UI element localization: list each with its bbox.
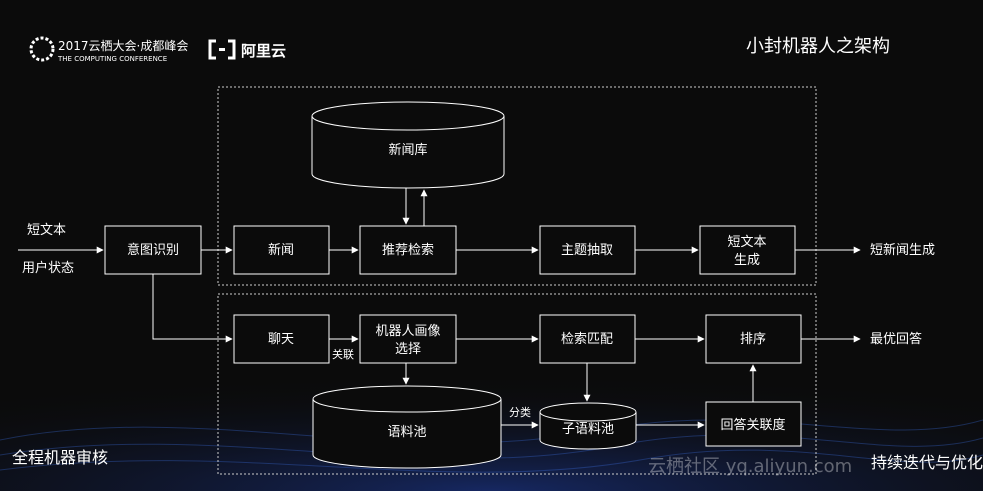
chat-group-frame [217, 293, 817, 475]
conference-title: 2017云栖大会·成都峰会 [58, 38, 188, 53]
node-search-match-label: 检索匹配 [561, 332, 613, 347]
node-search-match [539, 314, 636, 364]
aliyun-logo: 阿里云 [208, 39, 286, 60]
node-chat [233, 314, 330, 364]
edge-label-relate: 关联 [332, 347, 354, 361]
node-recommend-search [359, 225, 457, 275]
node-topic-extract-label: 主题抽取 [561, 243, 613, 258]
cylinder-sub-corpus-pool [539, 402, 637, 450]
output-best-answer: 最优回答 [870, 331, 922, 347]
node-answer-relevance-label: 回答关联度 [720, 417, 785, 433]
node-robot-profile-label-1: 机器人画像 [375, 324, 440, 339]
node-news-label: 新闻 [268, 242, 294, 258]
node-news-db-label: 新闻库 [388, 142, 427, 158]
node-short-text-gen-label-2: 生成 [734, 253, 760, 268]
node-rank-label: 排序 [740, 332, 766, 347]
footer-right-caption: 持续迭代与优化 [871, 453, 983, 472]
aliyun-label: 阿里云 [241, 42, 286, 60]
node-short-text-gen-label-1: 短文本 [727, 235, 766, 250]
aliyun-logo-icon [208, 39, 236, 60]
cylinder-news-db [311, 101, 505, 189]
input-short-text: 短文本 [27, 223, 66, 238]
node-sub-corpus-pool-label: 子语料池 [562, 422, 614, 437]
cylinder-corpus-pool [312, 385, 502, 469]
node-topic-extract [539, 225, 636, 275]
node-robot-profile [359, 314, 457, 364]
conference-logo-icon [29, 36, 55, 62]
news-group-frame [217, 86, 817, 286]
edge-label-classify: 分类 [509, 405, 531, 419]
node-chat-label: 聊天 [268, 332, 294, 347]
watermark: 云栖社区 yq.aliyun.com [648, 456, 852, 477]
output-short-news: 短新闻生成 [870, 242, 935, 258]
node-intent-label: 意图识别 [127, 242, 179, 258]
node-news [233, 225, 330, 275]
node-corpus-pool-label: 语料池 [387, 425, 426, 440]
edge-intent-chat [152, 274, 233, 343]
node-robot-profile-label-2: 选择 [395, 342, 421, 357]
node-recommend-search-label: 推荐检索 [382, 243, 434, 258]
footer-left-caption: 全程机器审核 [12, 448, 108, 467]
page-title: 小封机器人之架构 [746, 36, 890, 57]
conference-logo: 2017云栖大会·成都峰会 THE COMPUTING CONFERENCE [29, 36, 188, 63]
conference-subtitle: THE COMPUTING CONFERENCE [57, 55, 167, 63]
node-short-text-gen [699, 225, 796, 275]
input-user-state: 用户状态 [22, 260, 74, 276]
